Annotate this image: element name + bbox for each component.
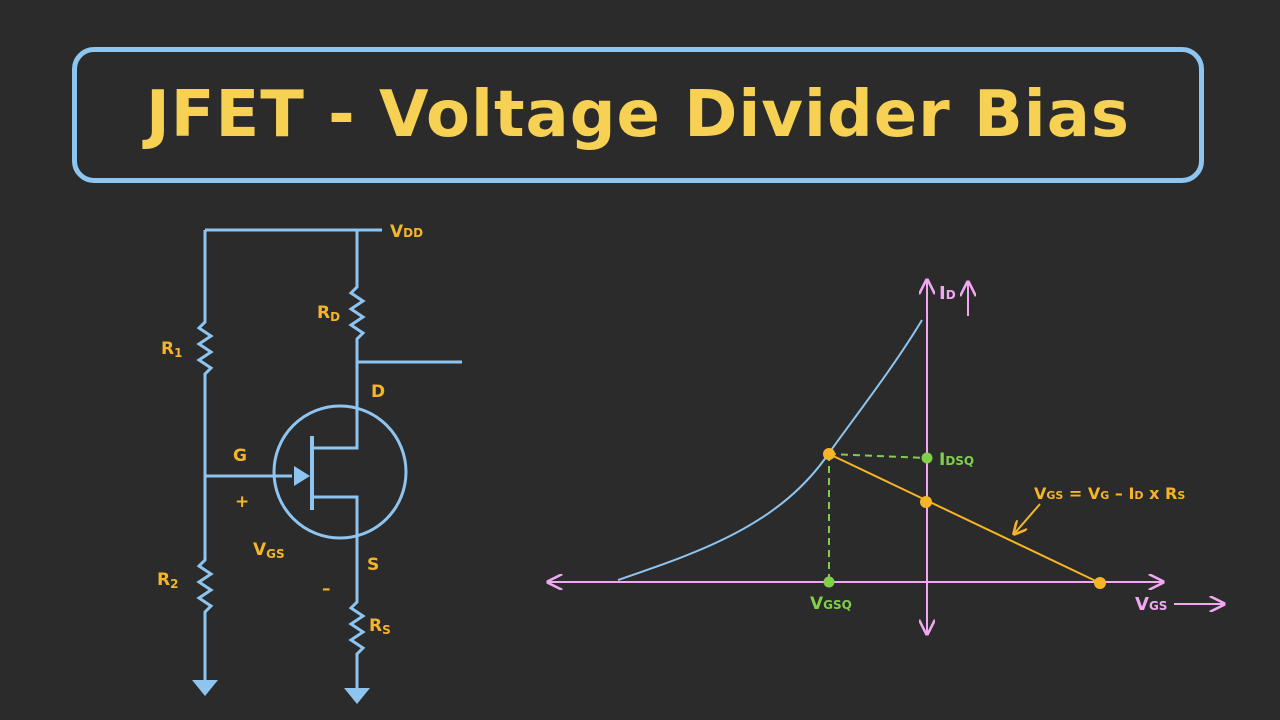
id-axis-label: ID	[939, 283, 956, 304]
vgs-circuit-label: VGS	[253, 540, 285, 561]
ground-arrow-right-icon	[344, 688, 370, 704]
load-line-vgs-intercept	[1094, 577, 1106, 589]
idsq-label: IDSQ	[939, 450, 974, 470]
plus-sign: +	[235, 492, 249, 512]
vgs-axis-label: VGS	[1135, 594, 1167, 615]
circuit-schematic	[196, 228, 462, 688]
idsq-point	[921, 452, 933, 464]
vdd-label: VDD	[390, 222, 423, 242]
transfer-curve	[617, 319, 923, 581]
minus-sign: –	[322, 579, 331, 599]
r1-resistor	[196, 318, 214, 378]
rs-label: RS	[369, 616, 391, 637]
r2-label: R2	[157, 570, 178, 591]
drain-wire	[312, 343, 359, 450]
source-label: S	[367, 555, 379, 575]
rd-label: RD	[317, 303, 340, 324]
drain-label: D	[371, 382, 385, 402]
page-title: JFET - Voltage Divider Bias	[145, 78, 1131, 152]
rd-resistor	[348, 283, 366, 343]
r2-resistor	[196, 556, 214, 616]
load-line-equation: VGS = VG – ID x RS	[1034, 484, 1185, 503]
rs-resistor	[348, 598, 366, 658]
jfet-circle	[272, 404, 408, 540]
load-line-id-intercept	[920, 496, 932, 508]
vgsq-point	[823, 576, 835, 588]
idsq-dashed-line	[828, 453, 928, 459]
title-box: JFET - Voltage Divider Bias	[72, 47, 1204, 183]
source-wire	[312, 495, 359, 598]
q-point	[823, 448, 835, 460]
vgsq-label: VGSQ	[810, 594, 852, 614]
equation-pointer-arrow-icon	[1014, 503, 1041, 534]
gate-label: G	[233, 446, 247, 466]
ground-arrow-left-icon	[192, 680, 218, 696]
r1-label: R1	[161, 339, 182, 360]
load-line	[828, 453, 1101, 584]
gate-arrow-icon	[294, 466, 310, 486]
transfer-graph	[548, 280, 1224, 634]
